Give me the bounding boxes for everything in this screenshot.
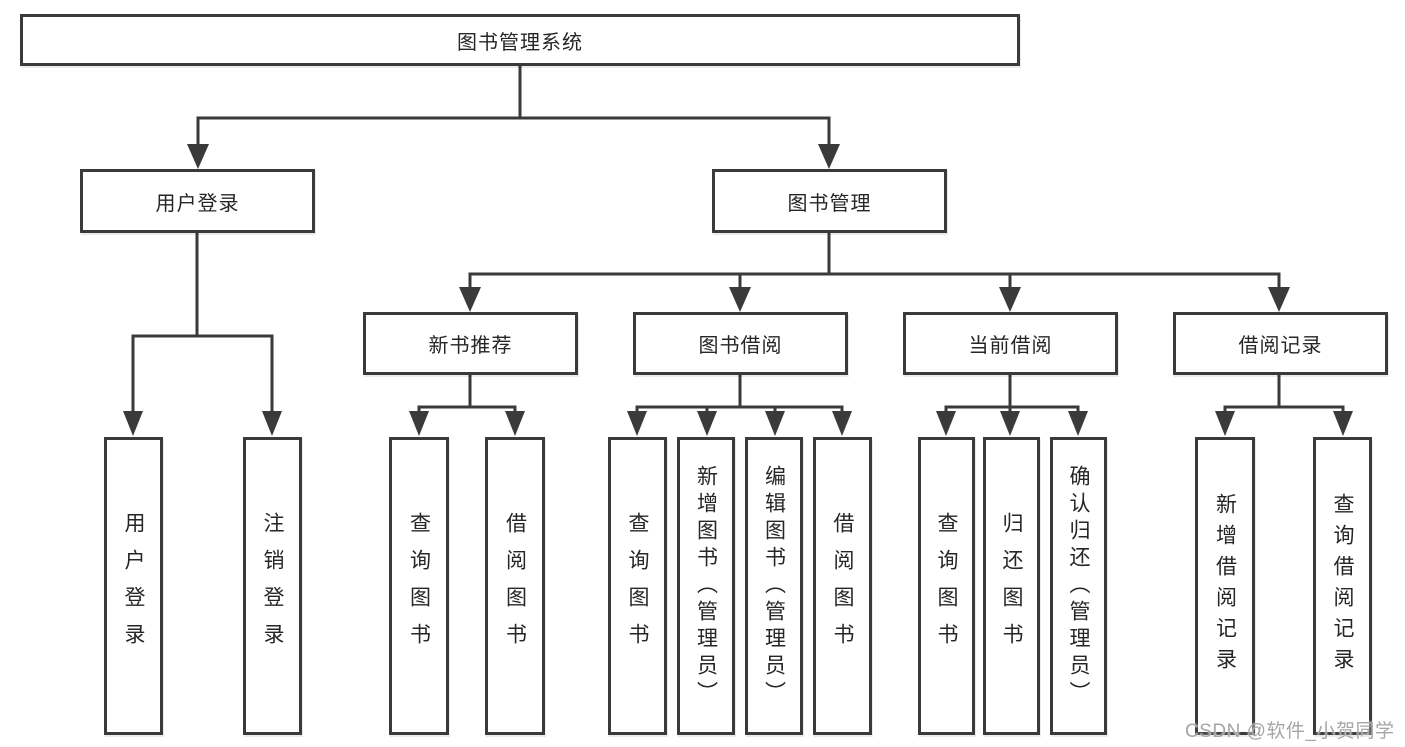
node-label: 用户登录 xyxy=(155,192,240,215)
node-label: 借阅图书 xyxy=(831,512,854,660)
leaf-confirm-return-admin: 确认归还（管理员） xyxy=(1050,437,1107,735)
leaf-return-book: 归还图书 xyxy=(983,437,1040,735)
leaf-logout: 注销登录 xyxy=(243,437,302,735)
node-user-login: 用户登录 xyxy=(80,169,315,233)
node-label: 用户登录 xyxy=(122,512,145,660)
leaf-add-borrow-record: 新增借阅记录 xyxy=(1195,437,1255,735)
node-label: 当前借阅 xyxy=(968,335,1053,357)
node-root-system: 图书管理系统 xyxy=(20,14,1020,66)
node-label: 查询图书 xyxy=(407,512,431,660)
node-label: 新书推荐 xyxy=(428,335,513,357)
leaf-add-book-admin: 新增图书（管理员） xyxy=(677,437,735,735)
node-label: 注销登录 xyxy=(261,512,284,660)
node-label: 归还图书 xyxy=(1000,512,1023,660)
node-label: 图书借阅 xyxy=(698,335,783,357)
leaf-user-login: 用户登录 xyxy=(104,437,163,735)
node-current-borrowing: 当前借阅 xyxy=(903,312,1118,375)
node-label: 借阅记录 xyxy=(1238,335,1323,357)
leaf-query-borrow-record: 查询借阅记录 xyxy=(1313,437,1372,735)
node-label: 查询图书 xyxy=(935,512,958,660)
node-label: 编辑图书（管理员） xyxy=(762,464,786,708)
leaf-query-book-current: 查询图书 xyxy=(918,437,975,735)
node-label: 查询借阅记录 xyxy=(1331,493,1354,679)
node-label: 确认归还（管理员） xyxy=(1067,464,1090,708)
leaf-edit-book-admin: 编辑图书（管理员） xyxy=(745,437,803,735)
node-label: 新增借阅记录 xyxy=(1213,493,1237,679)
node-label: 图书管理 xyxy=(787,192,872,215)
node-book-management: 图书管理 xyxy=(712,169,947,233)
node-label: 查询图书 xyxy=(626,512,649,660)
node-label: 图书管理系统 xyxy=(457,31,583,54)
leaf-query-book-recommend: 查询图书 xyxy=(389,437,449,735)
node-label: 借阅图书 xyxy=(503,512,527,660)
leaf-borrow-book-borrowing: 借阅图书 xyxy=(813,437,872,735)
node-borrowing-records: 借阅记录 xyxy=(1173,312,1388,375)
csdn-watermark: CSDN @软件_小贺同学 xyxy=(1185,721,1395,742)
node-book-borrowing: 图书借阅 xyxy=(633,312,848,375)
leaf-borrow-book-recommend: 借阅图书 xyxy=(485,437,545,735)
node-new-book-recommend: 新书推荐 xyxy=(363,312,578,375)
node-label: 新增图书（管理员） xyxy=(694,464,718,708)
leaf-query-book-borrowing: 查询图书 xyxy=(608,437,667,735)
